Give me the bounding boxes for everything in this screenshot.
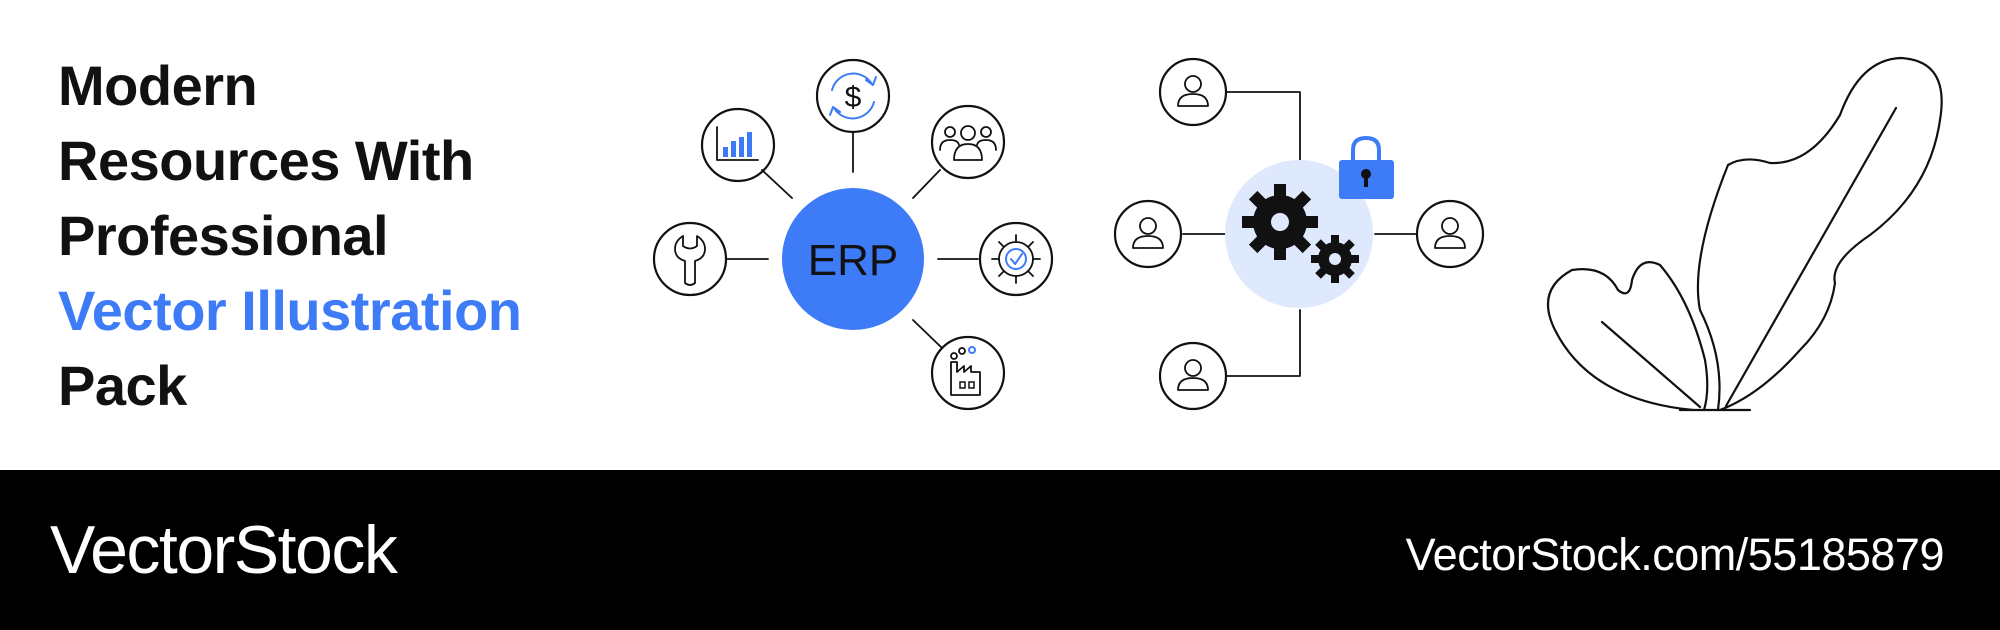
- svg-text:$: $: [845, 81, 862, 114]
- leaf-plant-icon: [1546, 56, 1943, 412]
- erp-hub-group: ERP $: [652, 58, 1054, 411]
- security-network-group: [1113, 57, 1485, 411]
- headline-line-3: Professional: [58, 204, 389, 267]
- padlock-icon: [1339, 135, 1394, 199]
- bar-chart-icon: [700, 107, 776, 183]
- wrench-icon: [652, 221, 728, 297]
- user-icon: [1158, 57, 1228, 127]
- footer-bar: VectorStock VectorStock.com/55185879: [0, 470, 2000, 630]
- headline: Modern Resources With Professional Vecto…: [58, 48, 522, 423]
- footer-url: VectorStock.com/55185879: [1405, 529, 1945, 580]
- gear-check-icon: [978, 221, 1054, 297]
- headline-line-accent: Vector Illustration: [58, 279, 522, 342]
- illustration: ERP $: [652, 56, 1943, 412]
- user-icon: [1113, 199, 1183, 269]
- headline-line-2: Resources With: [58, 129, 474, 192]
- headline-line-1: Modern: [58, 54, 258, 117]
- erp-spokes: [726, 132, 979, 349]
- user-icon: [1415, 199, 1485, 269]
- headline-line-5: Pack: [58, 354, 187, 417]
- factory-icon: [930, 335, 1006, 411]
- dollar-refresh-icon: $: [815, 58, 891, 134]
- gears-icon: [1242, 184, 1359, 283]
- user-icon: [1158, 341, 1228, 411]
- team-icon: [930, 104, 1006, 180]
- brand-logo: VectorStock: [50, 512, 398, 588]
- erp-circle: [782, 188, 924, 330]
- network-connectors: [1182, 91, 1417, 377]
- erp-label: ERP: [808, 236, 898, 285]
